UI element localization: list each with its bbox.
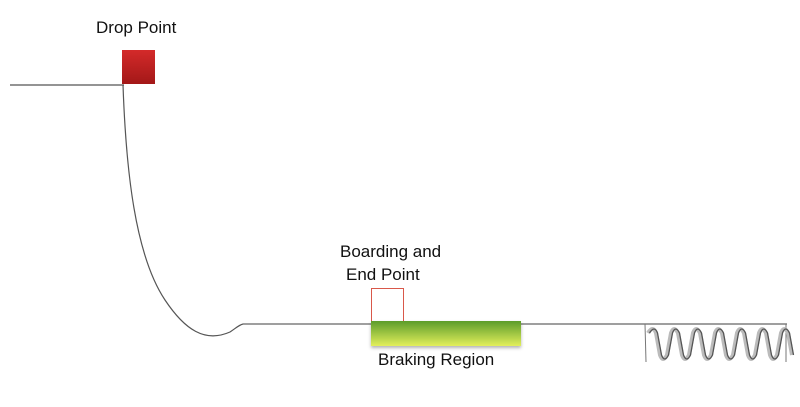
drop-point-block [122, 50, 155, 84]
boarding-label-line2: End Point [346, 265, 420, 284]
spring-icon [644, 323, 795, 363]
drop-point-label: Drop Point [96, 18, 177, 37]
braking-region-bar [371, 321, 521, 346]
boarding-label-line1: Boarding and [340, 242, 442, 261]
braking-region-label: Braking Region [378, 350, 495, 369]
drop-curve [122, 84, 244, 337]
boarding-box [371, 288, 404, 323]
